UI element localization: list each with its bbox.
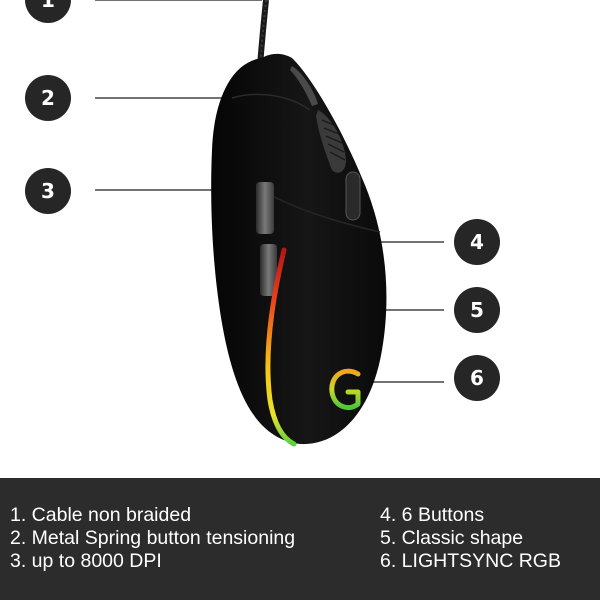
logitech-g-logo [329, 368, 361, 410]
side-button-back [260, 244, 277, 296]
rgb-light-strip [265, 247, 297, 447]
feature-list-panel: 1. Cable non braided 2. Metal Spring but… [0, 478, 600, 600]
mouse-illustration [95, 0, 444, 447]
feature-item: 4. 6 Buttons [380, 504, 485, 526]
callout-4: 4 [454, 219, 500, 265]
callout-1: 1 [25, 0, 71, 23]
feature-item: 1. Cable non braided [10, 504, 192, 526]
feature-item: 6. LIGHTSYNC RGB [380, 550, 561, 572]
feature-item: 3. up to 8000 DPI [10, 550, 162, 572]
callout-6: 6 [454, 355, 500, 401]
callout-3: 3 [25, 168, 71, 214]
feature-list-left: 1. Cable non braided 2. Metal Spring but… [10, 504, 295, 573]
dpi-button [345, 171, 361, 221]
mouse-body [211, 53, 387, 445]
side-button-forward [256, 182, 274, 234]
callout-2: 2 [25, 75, 71, 121]
feature-item: 2. Metal Spring button tensioning [10, 527, 296, 549]
callout-5: 5 [454, 287, 500, 333]
feature-list-right: 4. 6 Buttons 5. Classic shape 6. LIGHTSY… [380, 504, 561, 573]
product-illustration: 1 2 3 4 5 6 [25, 0, 500, 447]
feature-item: 5. Classic shape [380, 527, 524, 549]
